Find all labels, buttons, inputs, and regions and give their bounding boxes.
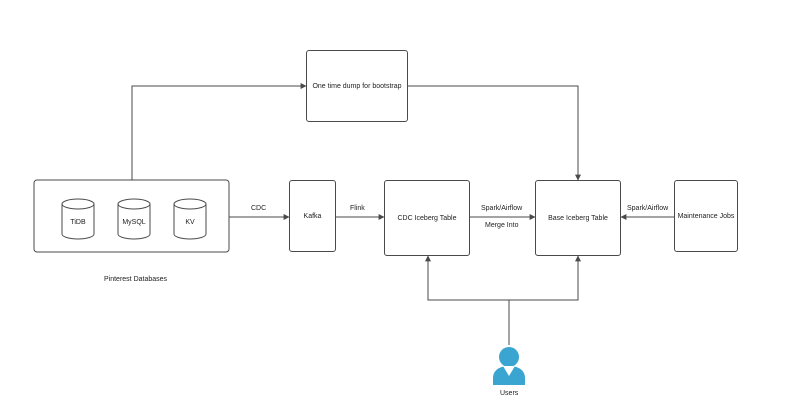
- merge-into-label: Merge Into: [485, 222, 519, 229]
- one-time-dump-box: One time dump for bootstrap: [306, 50, 408, 122]
- cdc-iceberg-table-label: CDC Iceberg Table: [397, 214, 457, 222]
- users-label: Users: [500, 390, 519, 397]
- base-iceberg-table-box: Base Iceberg Table: [535, 180, 621, 256]
- spark-airflow-maint-label: Spark/Airflow: [627, 205, 669, 212]
- mysql-cylinder: [117, 198, 151, 240]
- users-to-cdc-arrow: [425, 255, 509, 301]
- users-to-base-arrow: [509, 255, 581, 301]
- kv-cylinder: [173, 198, 207, 240]
- flink-edge-label: Flink: [350, 205, 365, 212]
- cdc-edge-label: CDC: [251, 205, 267, 212]
- base-iceberg-table-label: Base Iceberg Table: [548, 214, 608, 222]
- cdc-iceberg-table-box: CDC Iceberg Table: [384, 180, 470, 256]
- tidb-cylinder: [61, 198, 95, 240]
- dump-to-base-arrow: [408, 85, 581, 181]
- person-icon: [493, 347, 525, 385]
- spark-airflow-merge-label: Spark/Airflow: [481, 205, 523, 212]
- tidb-label: TiDB: [70, 219, 86, 226]
- kafka-label: Kafka: [303, 212, 322, 220]
- kv-label: KV: [185, 219, 195, 226]
- pinterest-databases-label: Pinterest Databases: [104, 276, 168, 283]
- maintenance-jobs-label: Maintenance Jobs: [677, 212, 735, 220]
- kafka-box: Kafka: [289, 180, 336, 252]
- bootstrap-dump-arrow: [131, 83, 307, 180]
- maintenance-jobs-box: Maintenance Jobs: [674, 180, 738, 252]
- mysql-label: MySQL: [122, 219, 146, 226]
- one-time-dump-label: One time dump for bootstrap: [312, 82, 402, 90]
